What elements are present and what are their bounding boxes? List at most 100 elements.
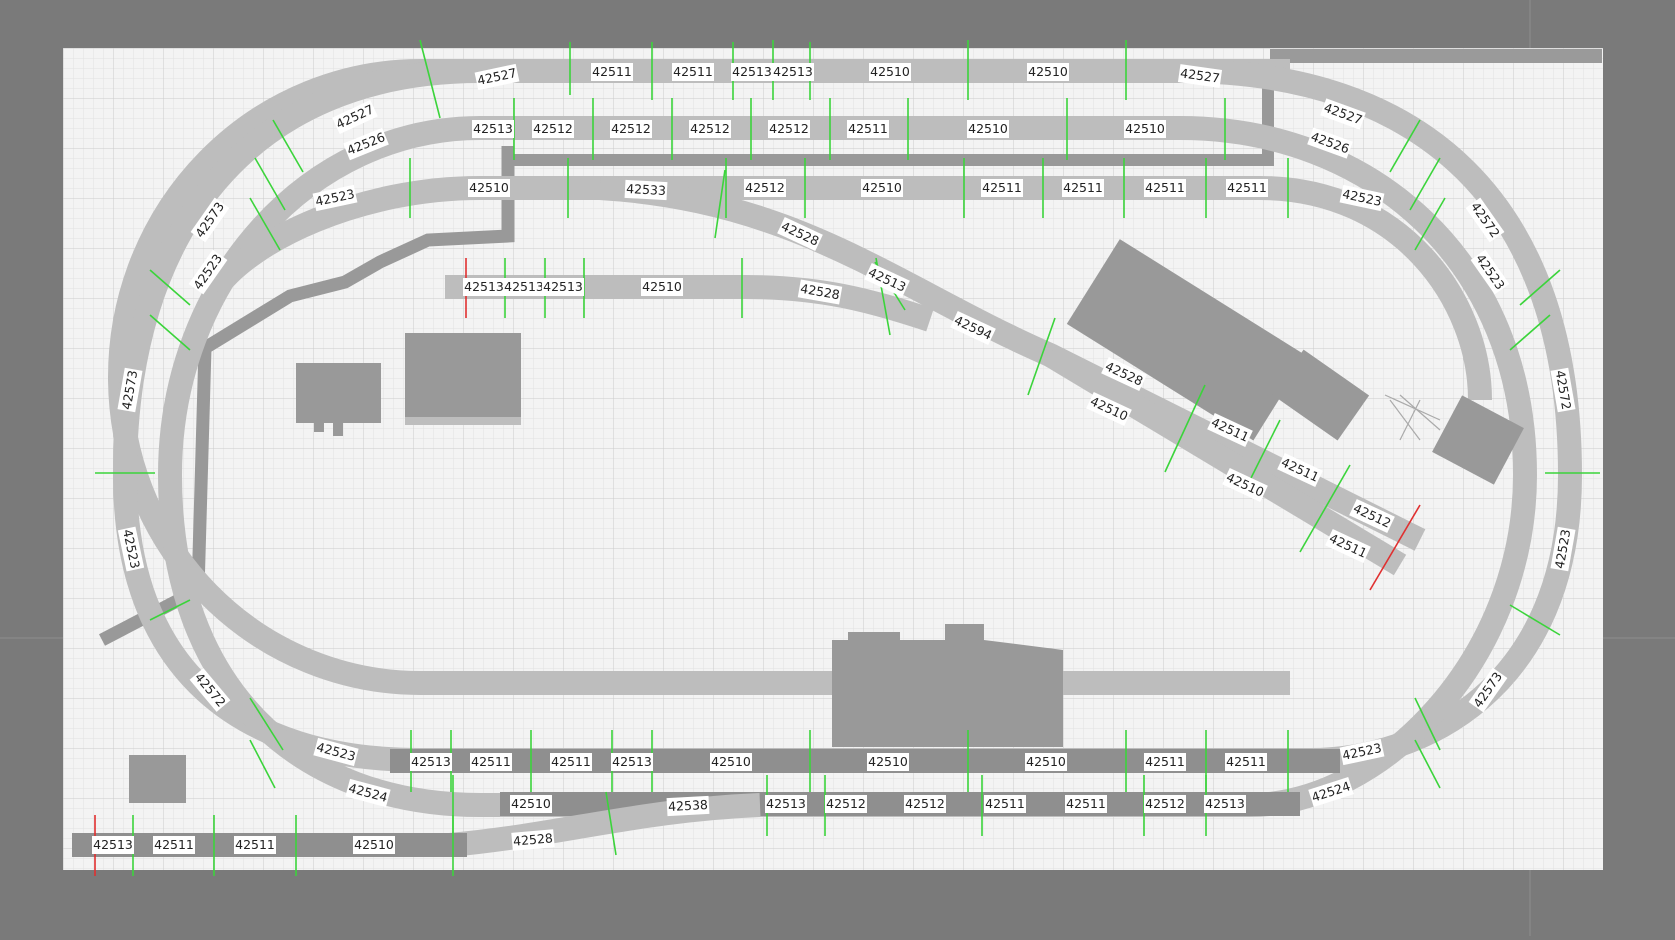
building-station: [405, 333, 521, 419]
backdrop-walls[interactable]: [98, 60, 1274, 646]
track-piece-label: 42513: [542, 278, 584, 296]
svg-text:42511: 42511: [673, 64, 713, 79]
green-joint-marker: [1027, 317, 1056, 396]
track-piece-label: 42523: [117, 526, 145, 572]
track-piece-label: 42513: [503, 278, 545, 296]
svg-text:42511: 42511: [1145, 754, 1185, 769]
wall-strip[interactable]: [1270, 49, 1602, 63]
track-piece-label: 42511: [672, 63, 714, 81]
track-piece-label: 42513: [410, 753, 452, 771]
svg-text:42512: 42512: [826, 796, 866, 811]
track-piece-label: 42510: [1124, 120, 1166, 138]
green-joint-marker: [1409, 157, 1441, 211]
svg-text:42513: 42513: [464, 279, 504, 294]
track-piece-label: 42510: [510, 795, 552, 813]
warehouse: [1066, 239, 1307, 441]
svg-text:42513: 42513: [1205, 796, 1245, 811]
svg-text:42512: 42512: [611, 121, 651, 136]
track-piece-label: 42512: [825, 795, 867, 813]
building-small-left: [296, 363, 381, 423]
svg-text:42510: 42510: [1028, 64, 1068, 79]
track-piece-label: 42511: [591, 63, 633, 81]
track-piece-label: 42512: [904, 795, 946, 813]
bottom-spur[interactable]: [448, 793, 761, 857]
svg-text:42510: 42510: [511, 796, 551, 811]
track-piece-label: 42511: [153, 836, 195, 854]
track-piece-label: 42523: [1339, 738, 1385, 766]
track-piece-label: 42511: [234, 836, 276, 854]
svg-text:42511: 42511: [592, 64, 632, 79]
svg-text:42510: 42510: [354, 837, 394, 852]
svg-text:42513: 42513: [504, 279, 544, 294]
svg-text:42572: 42572: [1553, 369, 1575, 411]
green-joint-marker: [1299, 464, 1351, 553]
track-piece-label: 42512: [1144, 795, 1186, 813]
green-joint-marker: [1249, 419, 1281, 481]
svg-text:42513: 42513: [612, 754, 652, 769]
green-joint-marker: [1509, 604, 1561, 636]
green-joint-marker: [149, 269, 191, 306]
track-piece-label: 42513: [463, 278, 505, 296]
track-piece-label: 42510: [1027, 63, 1069, 81]
track-piece-label: 42528: [797, 279, 843, 305]
track-piece-label: 42511: [1226, 179, 1268, 197]
svg-text:42510: 42510: [870, 64, 910, 79]
svg-text:42511: 42511: [1226, 754, 1266, 769]
svg-text:42511: 42511: [471, 754, 511, 769]
green-joint-marker: [1389, 119, 1421, 173]
green-joint-marker: [1414, 739, 1441, 789]
svg-text:42510: 42510: [642, 279, 682, 294]
track-piece-label: 42512: [532, 120, 574, 138]
green-joint-marker: [605, 791, 617, 856]
svg-text:42523: 42523: [1552, 528, 1574, 570]
svg-text:42510: 42510: [868, 754, 908, 769]
track-piece-label: 42510: [468, 179, 510, 197]
diagonal-yard[interactable]: [599, 176, 1426, 576]
track-piece-label: 42513: [1204, 795, 1246, 813]
svg-text:42511: 42511: [551, 754, 591, 769]
svg-text:42511: 42511: [154, 837, 194, 852]
green-joint-marker: [249, 739, 276, 789]
green-joint-marker: [419, 39, 441, 119]
track-piece-label: 42512: [689, 120, 731, 138]
third-track[interactable]: [205, 176, 1492, 401]
green-joint-marker: [714, 169, 726, 239]
track-piece-label: 42511: [1144, 179, 1186, 197]
track-piece-label: 42523: [1339, 184, 1385, 212]
green-joint-marker: [1519, 269, 1561, 306]
track-piece-label: 42511: [1144, 753, 1186, 771]
track-piece-label: 42533: [624, 179, 668, 201]
factory: [832, 624, 1063, 747]
outer-loop-track[interactable]: [108, 59, 1290, 695]
svg-text:42511: 42511: [235, 837, 275, 852]
track-piece-label: 42572: [1550, 367, 1576, 413]
green-joint-marker: [149, 599, 191, 621]
track-piece-label: 42510: [869, 63, 911, 81]
track-piece-label: 42523: [312, 184, 358, 212]
track-piece-label: 42511: [470, 753, 512, 771]
track-piece-label: 42510: [353, 836, 395, 854]
svg-text:42513: 42513: [411, 754, 451, 769]
svg-text:42513: 42513: [543, 279, 583, 294]
svg-text:42513: 42513: [766, 796, 806, 811]
svg-text:42511: 42511: [1066, 796, 1106, 811]
svg-text:42511: 42511: [1227, 180, 1267, 195]
siding-curve[interactable]: [744, 275, 934, 332]
svg-text:42512: 42512: [745, 180, 785, 195]
svg-text:42512: 42512: [769, 121, 809, 136]
track-piece-label: 42511: [847, 120, 889, 138]
tower: [1432, 395, 1524, 485]
track-piece-label: 42528: [511, 829, 555, 851]
svg-text:42512: 42512: [1145, 796, 1185, 811]
green-joint-marker: [249, 197, 281, 251]
svg-text:42527: 42527: [1179, 65, 1220, 85]
track-piece-label: 42527: [1177, 64, 1223, 88]
track-piece-label: 42513: [472, 120, 514, 138]
svg-text:42513: 42513: [473, 121, 513, 136]
svg-text:42528: 42528: [799, 281, 841, 303]
green-joint-marker: [254, 157, 286, 211]
track-piece-label: 42511: [981, 179, 1023, 197]
buildings[interactable]: [129, 239, 1524, 803]
